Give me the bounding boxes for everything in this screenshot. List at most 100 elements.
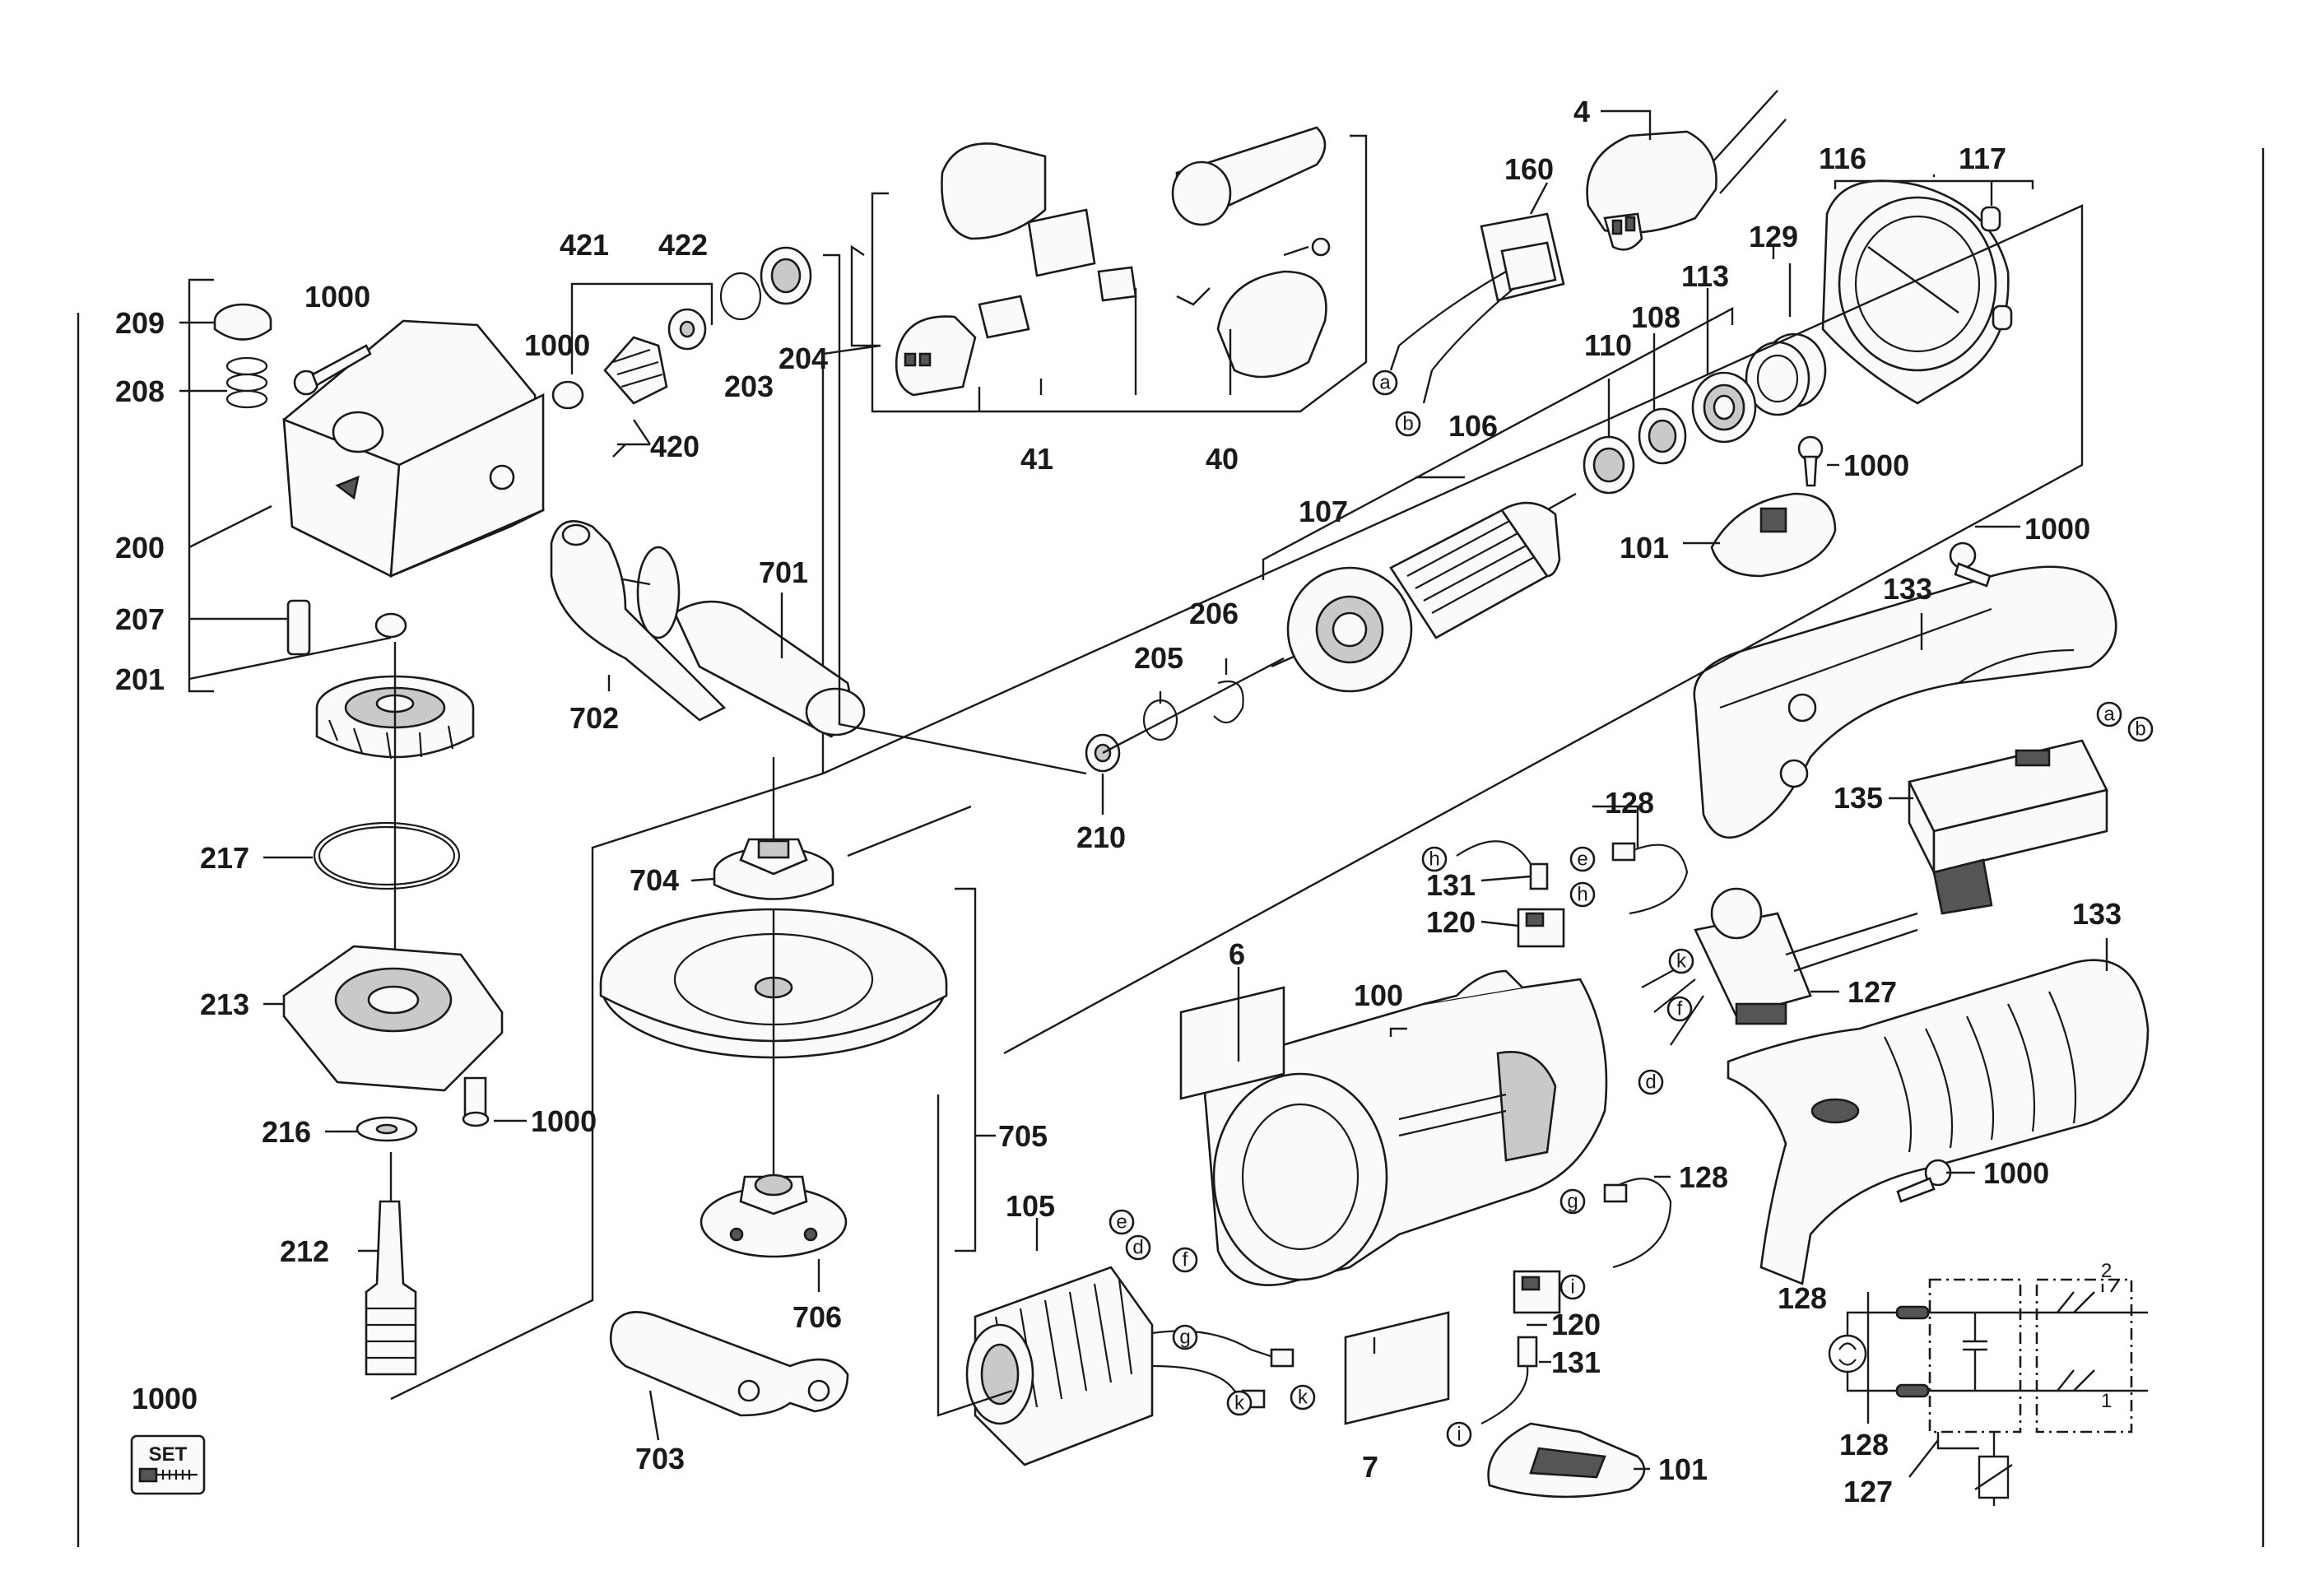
wire-131-bot — [1480, 1336, 1538, 1424]
label-421: 421 — [560, 228, 609, 262]
label-120-top: 120 — [1426, 905, 1476, 939]
connector-g-coil: g — [1179, 1327, 1190, 1349]
bearing-108 — [1638, 407, 1687, 465]
label-107: 107 — [1299, 495, 1348, 528]
flange-nut-704 — [713, 838, 834, 900]
label-203: 203 — [724, 369, 774, 403]
label-1000-grip-screw: 1000 — [1983, 1156, 2049, 1190]
brush-cap-40 — [1171, 126, 1331, 379]
label-1000-flange-screw: 1000 — [531, 1104, 597, 1138]
guard-702 — [550, 520, 727, 722]
label-422: 422 — [658, 228, 708, 262]
label-209: 209 — [115, 306, 165, 340]
pinion-421 — [603, 336, 668, 405]
connector-d-coil: d — [1132, 1237, 1143, 1259]
label-105: 105 — [1006, 1189, 1055, 1223]
washer-216 — [356, 1116, 418, 1142]
cover-plate-101-top — [1710, 492, 1837, 578]
label-206: 206 — [1189, 597, 1239, 630]
connector-k-coil-2: k — [1298, 1387, 1308, 1409]
label-133-grip: 133 — [2072, 897, 2122, 931]
label-128-circuit-top: 128 — [1778, 1281, 1827, 1315]
ring-203 — [719, 272, 762, 321]
bearing-flange-213 — [282, 945, 504, 1092]
bracket-upper-right-wires — [821, 244, 881, 774]
bracket-130 — [822, 204, 2084, 1055]
label-117: 117 — [1959, 142, 2006, 175]
connector-d: d — [1645, 1071, 1656, 1094]
label-1000-cover-screw: 1000 — [1843, 448, 1909, 482]
handle-grip-133 — [1727, 959, 2150, 1285]
label-101-bot: 101 — [1658, 1452, 1708, 1486]
switch-135 — [1908, 739, 2108, 915]
label-6: 6 — [1229, 937, 1245, 971]
switch-position-1: 1 — [2101, 1390, 2112, 1412]
set-label: SET — [149, 1443, 188, 1466]
ring-201 — [374, 612, 407, 639]
label-110: 110 — [1584, 328, 1632, 362]
leader-lines — [179, 109, 2108, 1478]
label-1000-pinion-nut: 1000 — [524, 328, 590, 362]
label-101-top: 101 — [1620, 531, 1669, 565]
circlip-206 — [1213, 680, 1244, 724]
label-1000-handle-screw: 1000 — [2024, 512, 2090, 546]
label-127-circuit: 127 — [1843, 1475, 1893, 1508]
armature-bracket-106 — [1262, 306, 1734, 580]
backing-flange-706 — [700, 1173, 848, 1258]
label-7: 7 — [1362, 1450, 1378, 1484]
bearing-113 — [1691, 371, 1757, 444]
armature-107 — [1271, 492, 1577, 693]
connector-a-switch: a — [2103, 704, 2115, 726]
label-212: 212 — [280, 1234, 329, 1268]
cover-plate-101-bot — [1487, 1422, 1646, 1499]
screw-1000-cover — [293, 344, 372, 396]
label-128-circuit-bot: 128 — [1839, 1428, 1889, 1462]
connector-f-coil: f — [1183, 1249, 1188, 1271]
set-icon — [130, 1434, 206, 1495]
label-705: 705 — [998, 1119, 1048, 1153]
connector-b: b — [1402, 413, 1413, 435]
connector-i-2: i — [1457, 1424, 1461, 1446]
nut-1000 — [551, 380, 584, 410]
label-106: 106 — [1448, 409, 1498, 443]
switch-position-2: 2 — [2101, 1260, 2112, 1282]
bracket-washer-right — [823, 253, 1087, 775]
washer-110 — [1583, 435, 1635, 495]
screw-1000-213 — [462, 1076, 490, 1127]
label-131-top: 131 — [1426, 868, 1476, 902]
label-703: 703 — [635, 1442, 685, 1475]
wire-128-top — [1611, 842, 1689, 915]
pin-207 — [286, 599, 311, 656]
label-205: 205 — [1134, 641, 1183, 675]
connector-b-switch: b — [2135, 718, 2145, 741]
clamp-120-top — [1517, 908, 1565, 948]
label-160: 160 — [1504, 152, 1554, 186]
spindle-212 — [365, 1200, 417, 1376]
label-135: 135 — [1834, 781, 1883, 815]
gear-cover-200 — [282, 319, 545, 579]
bracket-705 — [955, 887, 977, 1252]
label-207: 207 — [115, 602, 165, 636]
bearing-sleeve-129 — [1745, 332, 1827, 416]
screw-1000-133 — [1949, 541, 1992, 588]
label-701: 701 — [759, 555, 808, 589]
bracket-wheel-left — [847, 805, 972, 857]
bracket-spindle-line — [390, 772, 824, 1401]
connector-e-coil: e — [1116, 1211, 1127, 1234]
screw-1000-101 — [1797, 435, 1824, 487]
bracket-40-41 — [871, 134, 1368, 413]
connector-k-coil-1: k — [1234, 1392, 1245, 1415]
connector-k: k — [1676, 950, 1687, 973]
connector-h: h — [1429, 848, 1439, 871]
label-128-mid: 128 — [1679, 1160, 1728, 1194]
circuit-diagram — [1828, 1278, 2148, 1506]
pins-117 — [1980, 206, 2013, 331]
armature-axis — [1102, 657, 1285, 755]
bracket-421-422 — [570, 282, 713, 292]
label-120-bot: 120 — [1551, 1308, 1601, 1341]
label-213: 213 — [200, 988, 249, 1021]
label-100: 100 — [1354, 978, 1403, 1012]
connector-letters — [1109, 369, 2154, 1448]
spanner-703 — [609, 1311, 849, 1417]
connector-letter-texts: a b a b h e h k f d e d f g k k g i i — [1116, 372, 2145, 1446]
